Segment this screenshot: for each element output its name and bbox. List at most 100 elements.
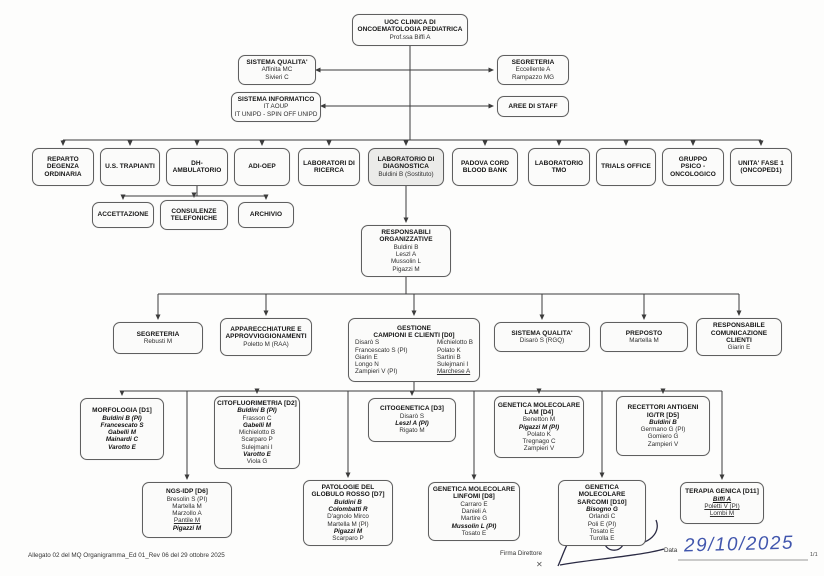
box-reparto-degenza: REPARTO DEGENZA ORDINARIA [32,148,94,186]
box-gestione-campioni-clienti: GESTIONE CAMPIONI E CLIENTI [D0] Disarò … [348,318,480,382]
member-name: Scarparo P [332,534,364,542]
box-preposto: PREPOSTO Martella M [600,322,688,352]
member-name: Zampieri V [647,440,679,448]
member-name: Affinita MC [261,66,293,74]
member-name: Martella M [629,337,659,345]
member-name: Polato K [527,430,551,438]
box-title: LABORATORIO TMO [534,159,584,174]
member-name: Michielotto B [436,339,473,347]
member-name: Benetton M [522,416,556,424]
member-name: Colombatti R [328,506,368,514]
member-name: D'agnolo Mirco [327,513,369,521]
member-name: Buldini B [334,498,362,506]
box-title: GRUPPO PSICO - ONCOLOGICO [670,155,716,178]
member-name: Tosato E [589,527,615,535]
box-title: UNITA' FASE 1 (ONCOPED1) [738,159,784,174]
member-name: Buldini B (PI) [237,407,277,415]
box-patologie-globulo-rosso-d7: PATOLOGIE DEL GLOBULO ROSSO [D7] Buldini… [303,480,393,547]
box-title: LABORATORIO DI DIAGNOSTICA [377,155,435,171]
member-name: Polato K [436,346,461,354]
box-trials-office: TRIALS OFFICE [596,148,656,186]
member-name: Poletti V (PI) [704,503,740,511]
box-responsabile-comunicazione: RESPONSABILE COMUNICAZIONE CLIENTI Giari… [696,318,782,356]
box-title: SISTEMA INFORMATICO [237,96,315,104]
member-name: Gomiero G [647,433,679,441]
member-name: Michielotto B [238,429,276,437]
member-name: Pigazzi M [172,524,202,532]
member-name: Buldini B [393,243,419,251]
member-name: Buldini B (PI) [102,414,142,422]
member-name: Sivieri C [265,73,289,81]
member-name: Turolla E [589,535,615,543]
box-title: ADI-OEP [248,163,276,171]
member-name: Zampieri V (PI) [355,368,398,376]
box-title: SISTEMA QUALITA' [511,329,573,337]
box-archivio: ARCHIVIO [238,202,294,228]
member-name: Gabelli M [243,421,271,429]
box-title: APPARECCHIATURE E APPROVVIGGIONAMENTI [225,325,307,341]
box-title: UOC CLINICA DI ONCOEMATOLOGIA PEDIATRICA [357,18,463,34]
box-title: ACCETTAZIONE [97,211,149,219]
box-title: MORFOLOGIA [D1] [92,407,152,415]
box-members: Buldini B (Sostituto) [371,171,441,178]
member-name: Rebusti M [143,338,173,346]
member-name: Giarin E [355,353,378,361]
box-title: RECETTORI ANTIGENI IG/TR [D5] [627,404,699,419]
member-name: Danieli A [461,508,487,516]
box-title: ARCHIVIO [249,211,283,219]
member-name: Martella M [172,502,202,510]
footer-document-reference: Allegato 02 del MQ Organigramma_Ed 01_Re… [28,552,225,559]
page-number: 1/1 [810,552,818,558]
member-name: Pigazzi M [392,265,420,273]
box-title: GENETICA MOLECOLARE LAM [D4] [497,401,581,416]
member-name: Leszl A [395,251,417,259]
member-name: Giarin E [727,344,751,352]
box-title: GESTIONE CAMPIONI E CLIENTI [D0] [373,324,455,339]
firma-direttore-label: Firma Direttore [500,550,542,557]
box-genetica-lam-d4: GENETICA MOLECOLARE LAM [D4] Benetton M P… [494,396,584,458]
member-name: Leszl A (PI) [395,420,429,428]
box-padova-cord-blood-bank: PADOVA CORD BLOOD BANK [452,148,518,186]
member-name: Buldini B [649,418,677,426]
member-name: Eccellente A [515,66,551,74]
member-name: Gabelli M [108,429,136,437]
box-title: TERAPIA GENICA [D11] [685,488,759,496]
member-name: Biffi A [712,495,732,503]
box-members: Rebusti M [116,338,200,345]
box-title: REPARTO DEGENZA ORDINARIA [44,155,82,178]
member-name: Poli E (PI) [587,520,617,528]
box-segreteria-lab: SEGRETERIA Rebusti M [113,322,203,354]
box-laboratorio-diagnostica: LABORATORIO DI DIAGNOSTICA Buldini B (So… [368,148,444,186]
member-name: IT UNIPD - SPIN OFF UNIPD [234,110,318,118]
box-members: Giarin E [699,344,779,351]
box-laboratorio-tmo: LABORATORIO TMO [528,148,590,186]
box-members: Poletto M (RAA) [223,341,309,348]
box-members: Martella M [603,337,685,344]
box-title: PADOVA CORD BLOOD BANK [460,159,510,174]
member-name: Rampazzo MG [512,73,554,81]
member-name: Mussolin L (PI) [451,522,497,530]
box-us-trapianti: U.S. TRAPIANTI [100,148,160,186]
box-dh-ambulatorio: DH- AMBULATORIO [166,148,228,186]
member-name: Poletto M (RAA) [243,340,289,348]
member-name: Buldini B (Sostituto) [378,170,434,178]
member-name: Sulejmani I [241,443,273,451]
member-name: Disarò S (RGQ) [519,337,565,345]
